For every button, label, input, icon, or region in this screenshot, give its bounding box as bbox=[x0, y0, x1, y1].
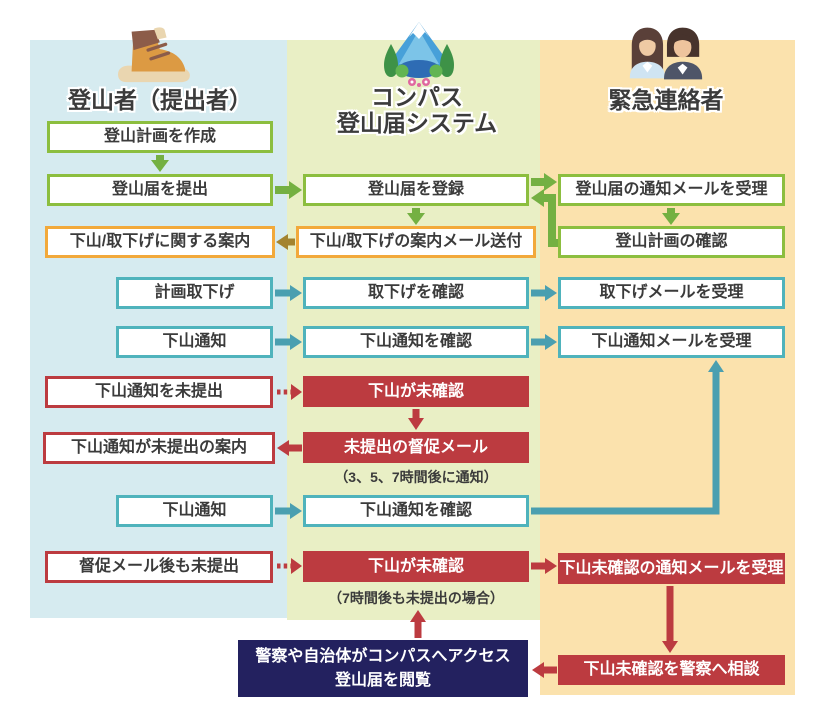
node-no-descent-notice: 下山通知を未提出 bbox=[45, 376, 273, 408]
node-withdraw-plan: 計画取下げ bbox=[116, 277, 273, 309]
column-contact bbox=[540, 40, 795, 695]
node-descent-notice-1: 下山通知 bbox=[116, 326, 273, 358]
node-receive-withdraw: 取下げメールを受理 bbox=[558, 277, 785, 309]
node-consult-police: 下山未確認を警察へ相談 bbox=[558, 655, 785, 685]
node-create-plan: 登山計画を作成 bbox=[47, 121, 273, 153]
node-submit-plan: 登山届を提出 bbox=[47, 174, 273, 206]
hiking-boot-icon bbox=[118, 27, 190, 83]
node-send-mail: 下山/取下げの案内メール送付 bbox=[296, 226, 536, 258]
node-police-access-line1: 警察や自治体がコンパスへアクセス bbox=[255, 648, 511, 666]
node-descent-notice-2: 下山通知 bbox=[116, 495, 273, 527]
node-confirm-plan: 登山計画の確認 bbox=[558, 226, 785, 258]
column-title-system: コンパス 登山届システム bbox=[297, 84, 537, 137]
note-reminder-times: （3、5、7時間後に通知） bbox=[334, 469, 498, 485]
node-still-unsubmitted: 督促メール後も未提出 bbox=[45, 551, 273, 583]
column-title-contact: 緊急連絡者 bbox=[608, 87, 724, 113]
column-title-system-line1: コンパス bbox=[371, 84, 463, 110]
note-final-condition: （7時間後も未提出の場合） bbox=[328, 590, 504, 606]
node-confirm-descent-2: 下山通知を確認 bbox=[303, 495, 529, 527]
node-police-access: 警察や自治体がコンパスへアクセス 登山届を閲覧 bbox=[238, 640, 528, 697]
node-receive-unconfirmed: 下山未確認の通知メールを受理 bbox=[558, 553, 785, 584]
node-guide-info: 下山/取下げに関する案内 bbox=[45, 226, 275, 258]
node-confirm-descent-1: 下山通知を確認 bbox=[303, 326, 529, 358]
node-register: 登山届を登録 bbox=[303, 174, 529, 206]
node-unconfirmed-2: 下山が未確認 bbox=[303, 551, 529, 582]
node-reminder-mail: 未提出の督促メール bbox=[303, 432, 529, 463]
emergency-contacts-icon bbox=[629, 27, 703, 80]
node-police-access-line2: 登山届を閲覧 bbox=[334, 671, 431, 689]
node-confirm-withdraw: 取下げを確認 bbox=[303, 277, 529, 309]
node-receive-notify: 登山届の通知メールを受理 bbox=[558, 174, 785, 206]
compass-mountain-logo-icon bbox=[384, 22, 454, 87]
node-unconfirmed-1: 下山が未確認 bbox=[303, 376, 529, 407]
column-title-climber: 登山者（提出者） bbox=[68, 87, 252, 113]
node-unsubmitted-guide: 下山通知が未提出の案内 bbox=[43, 432, 275, 464]
column-title-system-line2: 登山届システム bbox=[336, 110, 498, 137]
node-receive-descent: 下山通知メールを受理 bbox=[558, 326, 785, 358]
